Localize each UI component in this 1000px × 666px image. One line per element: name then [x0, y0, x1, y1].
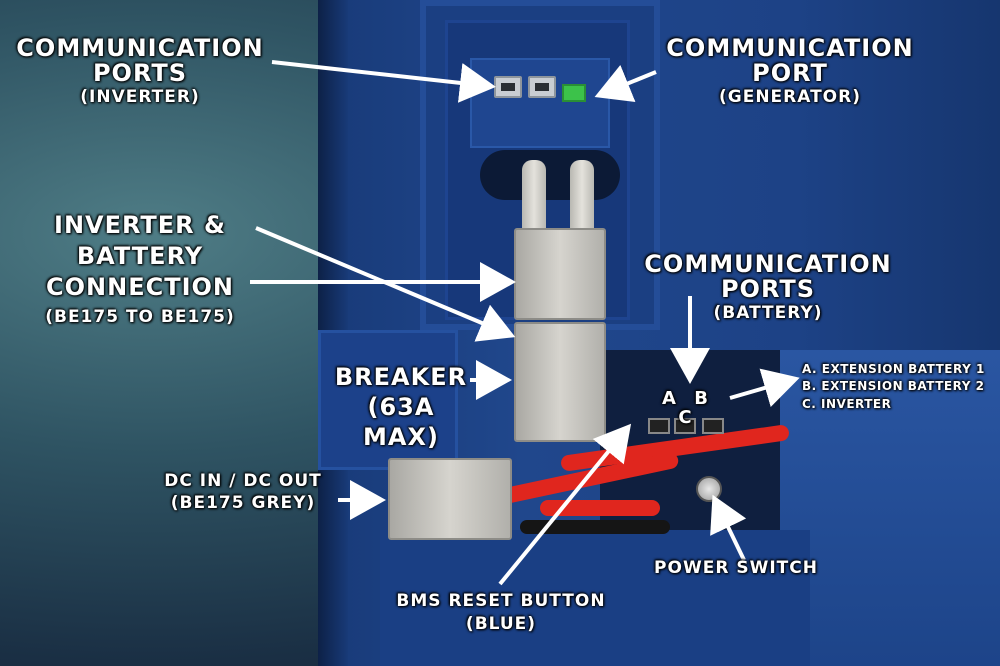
label-sub: (BATTERY) — [713, 303, 823, 324]
side-panel — [780, 350, 1000, 666]
label-dc-in-out: DC IN / DC OUT (BE175 GREY) — [148, 470, 338, 514]
label-line: BREAKER — [334, 363, 468, 391]
red-cable-3 — [540, 500, 660, 516]
label-bms-reset: BMS RESET BUTTON (BLUE) — [384, 590, 618, 636]
generator-terminal[interactable] — [562, 84, 586, 102]
label-line: (63A MAX) — [363, 393, 439, 451]
label-line: INVERTER & — [54, 211, 226, 239]
label-comm-inverter: COMMUNICATION PORTS (INVERTER) — [6, 34, 274, 108]
legend-item: B. EXTENSION BATTERY 2 — [802, 379, 985, 394]
label-comm-battery: COMMUNICATION PORTS (BATTERY) — [636, 250, 900, 324]
arrow-power-switch — [710, 494, 747, 561]
label-line: (BE175 GREY) — [170, 493, 316, 514]
arrow-generator-port — [594, 64, 657, 102]
be175-connector-upper[interactable] — [514, 228, 606, 320]
label-line: CONNECTION — [46, 273, 234, 302]
label-line: DC IN / DC OUT — [164, 471, 322, 491]
label-line: (BLUE) — [465, 613, 537, 634]
label-line: PORTS — [92, 59, 188, 88]
label-power-switch: POWER SWITCH — [654, 558, 818, 578]
arrow-bms-reset — [498, 423, 632, 586]
arrow-inverter-battery-2 — [255, 226, 516, 342]
battery-port-c[interactable] — [702, 418, 724, 434]
label-line: PORTS — [720, 275, 816, 304]
arrow-legend — [729, 368, 800, 408]
battery-port-b[interactable] — [674, 418, 696, 434]
breaker-connector[interactable] — [514, 322, 606, 442]
label-breaker: BREAKER (63A MAX) — [326, 362, 476, 452]
grey-cable-left — [522, 160, 546, 240]
port-legend: A. EXTENSION BATTERY 1 B. EXTENSION BATT… — [802, 361, 998, 413]
cable-window — [480, 150, 620, 200]
arrow-inverter-ports — [271, 60, 496, 103]
label-comm-generator: COMMUNICATION PORT (GENERATOR) — [656, 34, 924, 108]
label-line: COMMUNICATION — [16, 34, 264, 62]
dc-in-out-connector[interactable] — [388, 458, 512, 540]
battery-port-a[interactable] — [648, 418, 670, 434]
inverter-port-2[interactable] — [528, 76, 556, 98]
label-line: PORT — [752, 59, 828, 88]
label-line: COMMUNICATION — [666, 34, 914, 62]
label-sub: (GENERATOR) — [718, 87, 861, 108]
black-cable — [520, 520, 670, 534]
label-port-letters: A B C — [662, 388, 714, 428]
label-sub: (BE175 TO BE175) — [45, 306, 235, 327]
legend-item: C. INVERTER — [802, 396, 892, 411]
legend-item: A. EXTENSION BATTERY 1 — [802, 362, 985, 376]
label-line: BMS RESET BUTTON — [396, 591, 606, 611]
label-line: BATTERY — [76, 242, 204, 271]
grey-cable-right — [570, 160, 594, 240]
label-line: COMMUNICATION — [644, 250, 892, 278]
label-inverter-battery: INVERTER & BATTERY CONNECTION (BE175 TO … — [20, 210, 260, 328]
label-sub: (INVERTER) — [80, 87, 200, 108]
